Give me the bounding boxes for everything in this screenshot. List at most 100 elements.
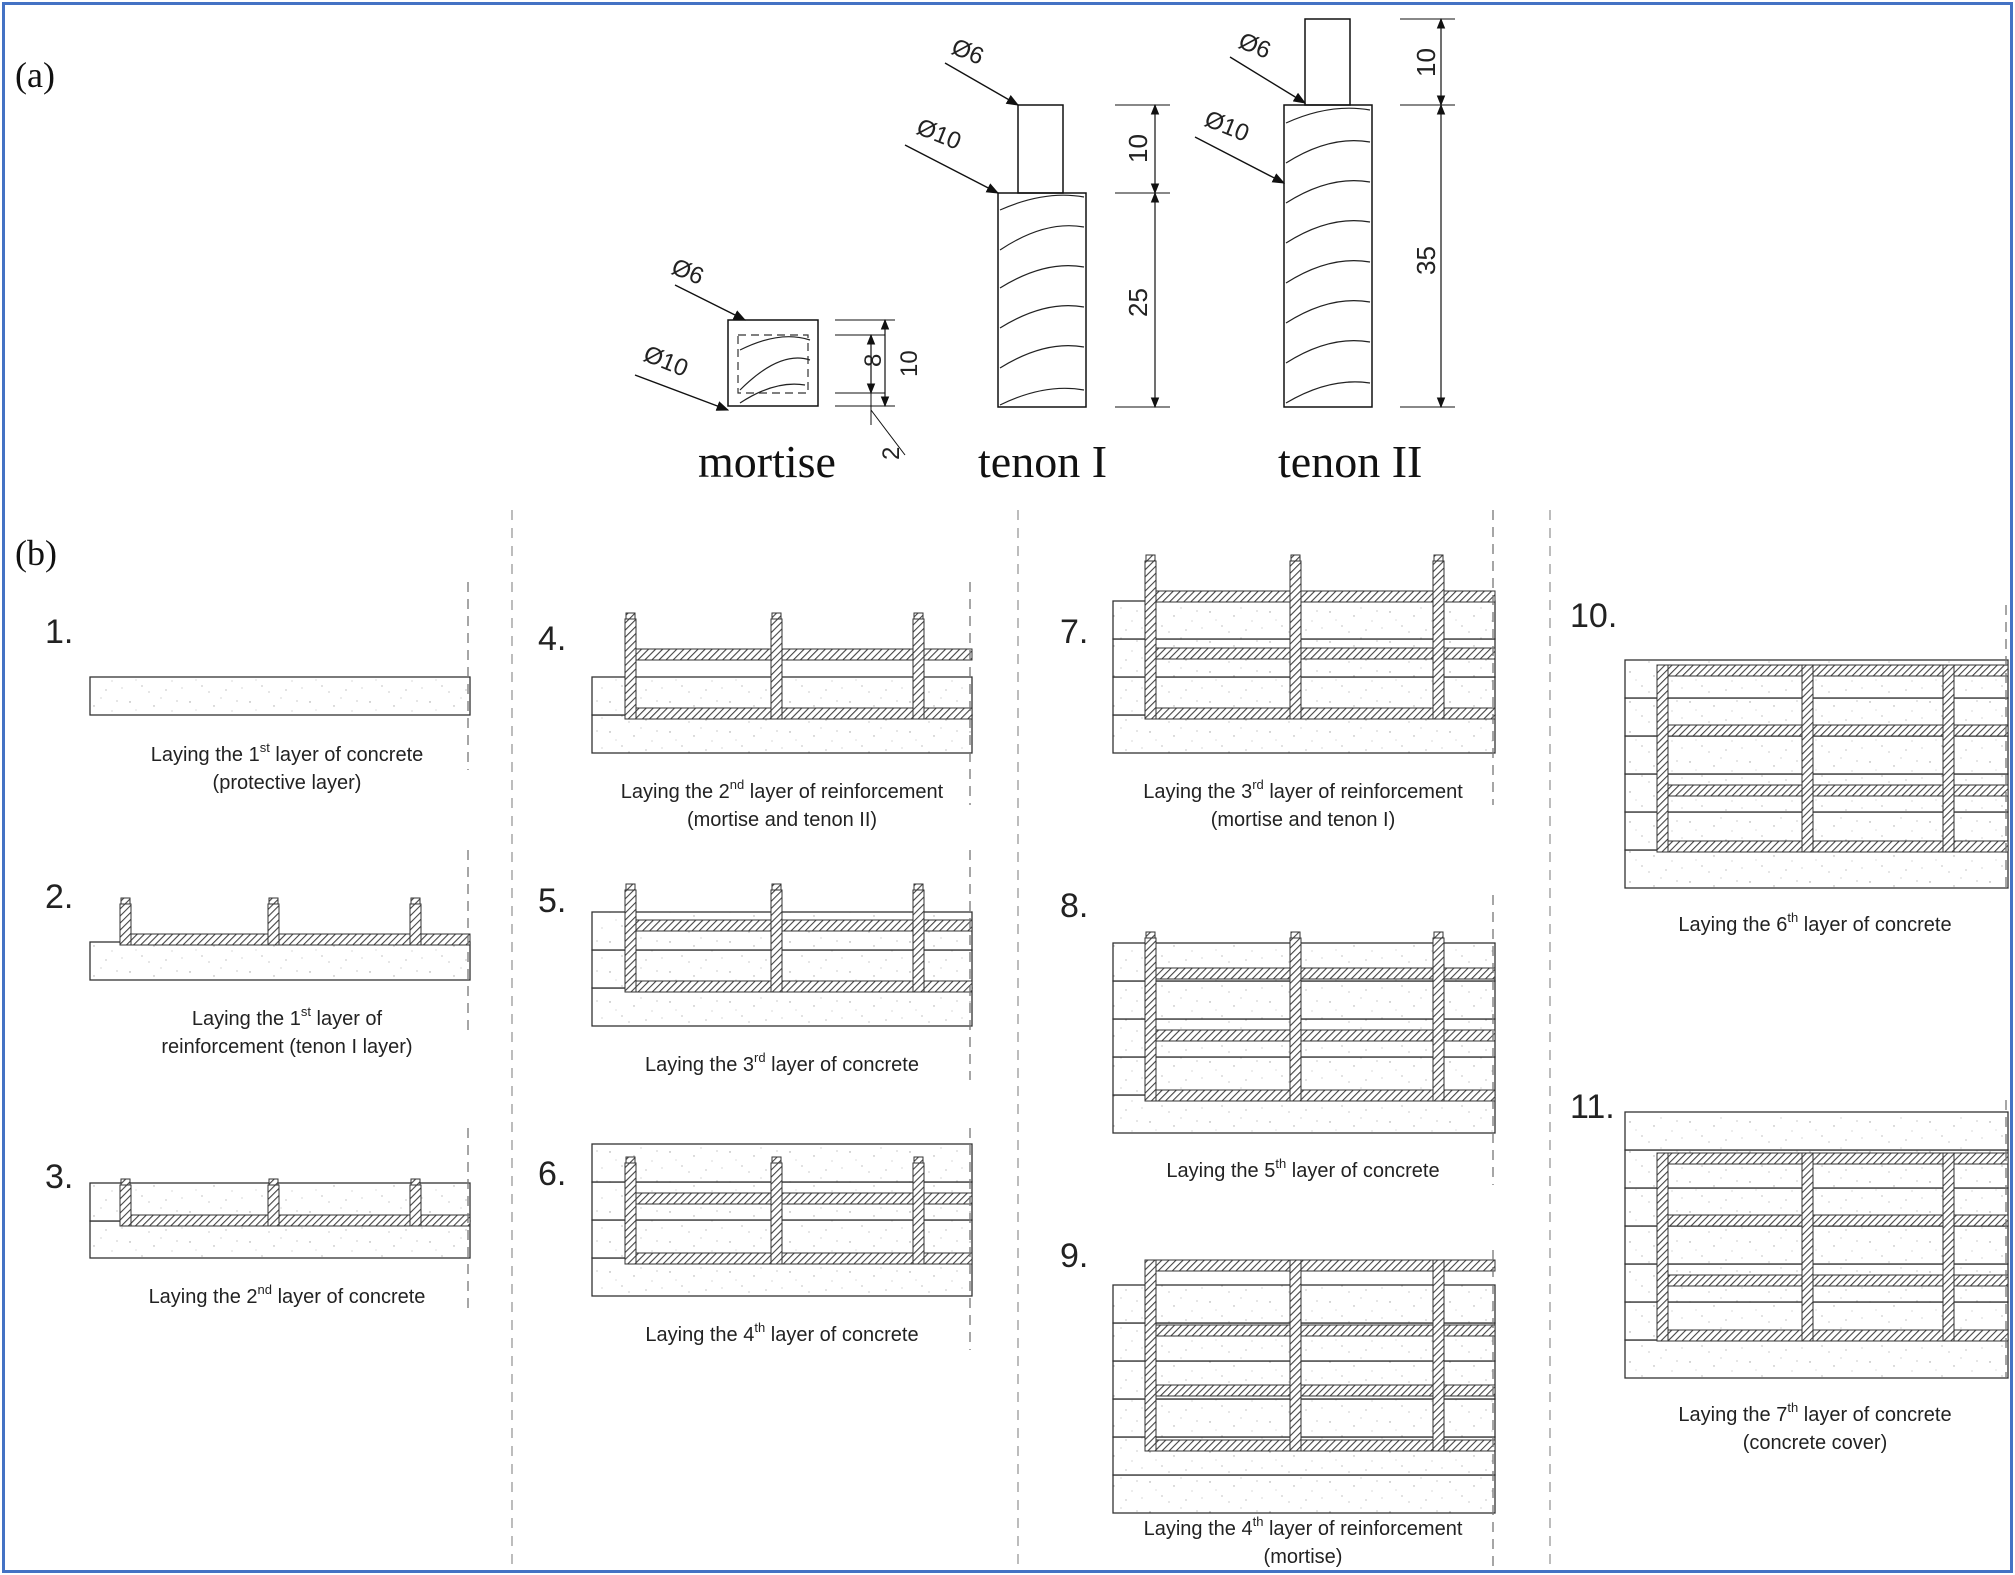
rebar-stud-cap <box>625 883 636 891</box>
tenon-i-small-diameter: Ø6 <box>948 34 988 71</box>
step-number: 8. <box>1060 887 1088 925</box>
rebar-vertical <box>1144 937 1157 1102</box>
rebar-vertical <box>1656 1152 1669 1342</box>
rebar-vertical <box>409 903 422 946</box>
step-caption-line1: Laying the 3rd layer of concrete <box>645 1050 919 1076</box>
step-caption-line1: Laying the 6th layer of concrete <box>1678 910 1951 936</box>
rebar-vertical <box>1432 937 1445 1102</box>
step-3: 3. Laying the 2nd layer of concrete <box>45 1128 471 1315</box>
rebar-stud-cap <box>1290 931 1301 939</box>
rebar-horizontal <box>1656 664 2009 677</box>
tenon-ii-drawing: Ø6 Ø10 10 35 tenon II <box>1194 17 1455 487</box>
step-caption-line2: (concrete cover) <box>1743 1432 1888 1454</box>
step-number: 1. <box>45 613 73 651</box>
concrete-layer <box>89 676 471 716</box>
rebar-stud-cap <box>913 883 924 891</box>
rebar-stud-cap <box>771 883 782 891</box>
step-caption-line1: Laying the 4th layer of concrete <box>645 1320 918 1346</box>
rebar-horizontal <box>1656 840 2009 853</box>
rebar-vertical <box>1144 1259 1157 1452</box>
rebar-vertical <box>624 618 637 720</box>
step-caption-line1: Laying the 2nd layer of reinforcement <box>621 777 944 803</box>
step-5: 5. Laying the 3rd layer of concrete <box>538 850 973 1080</box>
concrete-layer <box>1112 980 1496 1020</box>
step-number: 2. <box>45 878 73 916</box>
tenon-i-drawing: Ø6 Ø10 10 25 tenon I <box>904 34 1170 487</box>
tenon-i-title: tenon I <box>978 436 1107 487</box>
concrete-layer <box>1112 714 1496 754</box>
rebar-stud-cap <box>120 1178 131 1186</box>
step-number: 7. <box>1060 613 1088 651</box>
rebar-vertical <box>119 1184 132 1227</box>
panel-b-label: (b) <box>15 533 57 573</box>
tenon-ii-large-diameter: Ø10 <box>1201 106 1253 148</box>
concrete-layer <box>1624 1111 2009 1151</box>
step-number: 3. <box>45 1158 73 1196</box>
rebar-stud-cap <box>1145 931 1156 939</box>
step-caption-line2: (protective layer) <box>213 772 362 794</box>
rebar-vertical <box>624 889 637 993</box>
step-number: 10. <box>1570 597 1617 635</box>
rebar-vertical <box>912 889 925 993</box>
step-caption-line2: (mortise and tenon I) <box>1211 809 1396 831</box>
concrete-layer <box>89 941 471 981</box>
rebar-horizontal <box>1656 1329 2009 1342</box>
mortise-title: mortise <box>698 436 836 487</box>
mortise-dim-10: 10 <box>896 350 923 377</box>
rebar-vertical <box>624 1162 637 1265</box>
tenon-ii-dim-35: 35 <box>1411 246 1441 275</box>
rebar-stud-cap <box>1145 554 1156 562</box>
rebar-vertical <box>1289 1259 1302 1452</box>
step-number: 9. <box>1060 1237 1088 1275</box>
rebar-horizontal <box>1656 724 2009 737</box>
step-4: 4. Laying the 2nd layer of reinforcement (… <box>538 582 973 831</box>
step-caption-line2: (mortise and tenon II) <box>687 809 877 831</box>
rebar-vertical <box>1801 664 1814 853</box>
rebar-stud-cap <box>625 612 636 620</box>
rebar-horizontal <box>1656 1274 2009 1287</box>
rebar-stud-cap <box>410 897 421 905</box>
concrete-layer <box>1112 1474 1496 1514</box>
mortise-dim-2: 2 <box>878 447 905 460</box>
tenon-ii-title: tenon II <box>1278 436 1422 487</box>
step-number: 5. <box>538 882 566 920</box>
step-caption-line2: reinforcement (tenon I layer) <box>161 1036 412 1058</box>
rebar-vertical <box>119 903 132 946</box>
rebar-vertical <box>912 618 925 720</box>
step-caption-line1: Laying the 5th layer of concrete <box>1166 1156 1439 1182</box>
rebar-stud-cap <box>268 897 279 905</box>
column-separators <box>511 510 1551 1570</box>
rebar-vertical <box>770 889 783 993</box>
rebar-stud-cap <box>913 1156 924 1164</box>
step-7: 7.Laying the 3rd layer of reinforcement(… <box>1060 510 1496 831</box>
concrete-layer <box>1624 1339 2009 1379</box>
concrete-layer <box>1112 1398 1496 1438</box>
rebar-vertical <box>267 903 280 946</box>
rebar-stud-cap <box>625 1156 636 1164</box>
rebar-stud-cap <box>120 897 131 905</box>
rebar-stud-cap <box>1433 554 1444 562</box>
rebar-stud-cap <box>410 1178 421 1186</box>
rebar-stud-cap <box>268 1178 279 1186</box>
rebar-vertical <box>1289 937 1302 1102</box>
tenon-ii-small-diameter: Ø6 <box>1235 28 1275 65</box>
mortise-dim-8: 8 <box>860 354 887 367</box>
step-10: 10. Laying the 6th layer of concrete <box>1570 597 2009 936</box>
figure-canvas: (a) Ø6 Ø10 8 10 2 mortise Ø6 Ø10 <box>15 17 2009 1570</box>
step-number: 4. <box>538 620 566 658</box>
step-9: 9.Laying the 4th layer of reinforcement(… <box>1060 1237 1496 1570</box>
rebar-vertical <box>1656 664 1669 853</box>
tenon-ii-dim-10: 10 <box>1411 48 1441 77</box>
rebar-vertical <box>1801 1152 1814 1342</box>
rebar-horizontal <box>1656 1152 2009 1165</box>
rebar-vertical <box>267 1184 280 1227</box>
concrete-layer <box>1112 1284 1496 1324</box>
rebar-vertical <box>1432 560 1445 720</box>
concrete-layer <box>591 714 973 754</box>
concrete-layer <box>1624 849 2009 889</box>
step-caption-line1: Laying the 2nd layer of concrete <box>149 1282 426 1308</box>
construction-steps: 1.Laying the 1st layer of concrete(prote… <box>45 510 2009 1570</box>
step-number: 11. <box>1570 1088 1615 1126</box>
mortise-large-diameter: Ø10 <box>640 341 692 383</box>
